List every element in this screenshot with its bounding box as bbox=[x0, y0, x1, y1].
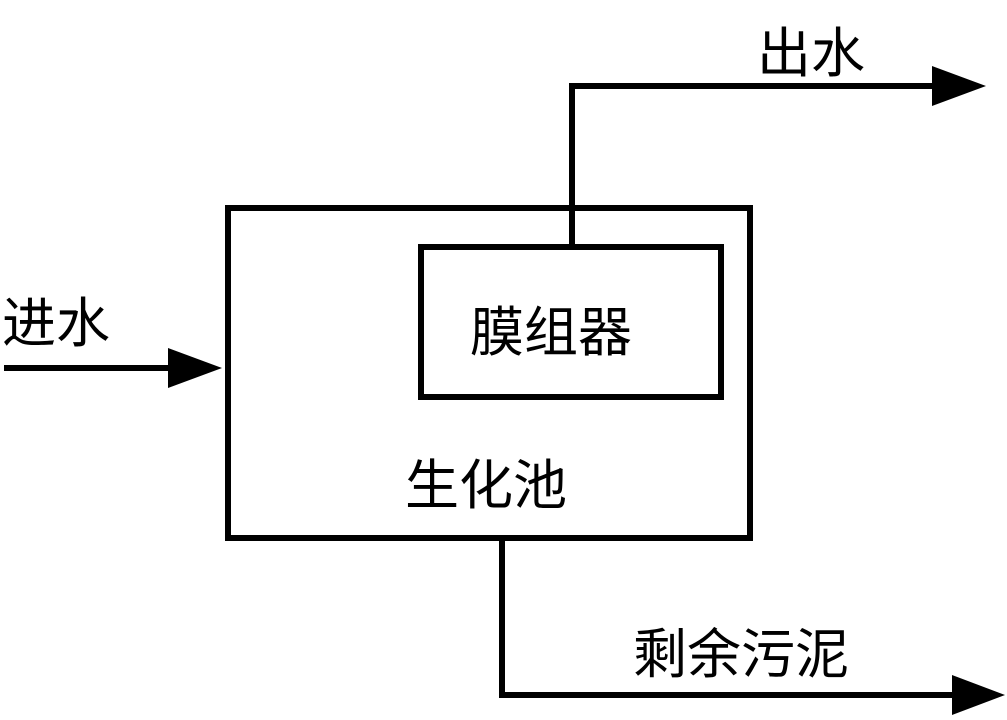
excess-sludge-label: 剩余污泥 bbox=[633, 623, 849, 686]
bioreactor-label: 生化池 bbox=[405, 454, 567, 517]
membrane-module-label: 膜组器 bbox=[470, 301, 632, 364]
inlet-label: 进水 bbox=[2, 292, 110, 355]
excess-sludge-arrow bbox=[499, 538, 1005, 715]
inlet-arrow bbox=[4, 348, 222, 388]
bioreactor-box bbox=[225, 205, 753, 541]
outlet-arrow bbox=[569, 66, 986, 247]
outlet-label: 出水 bbox=[757, 22, 865, 85]
